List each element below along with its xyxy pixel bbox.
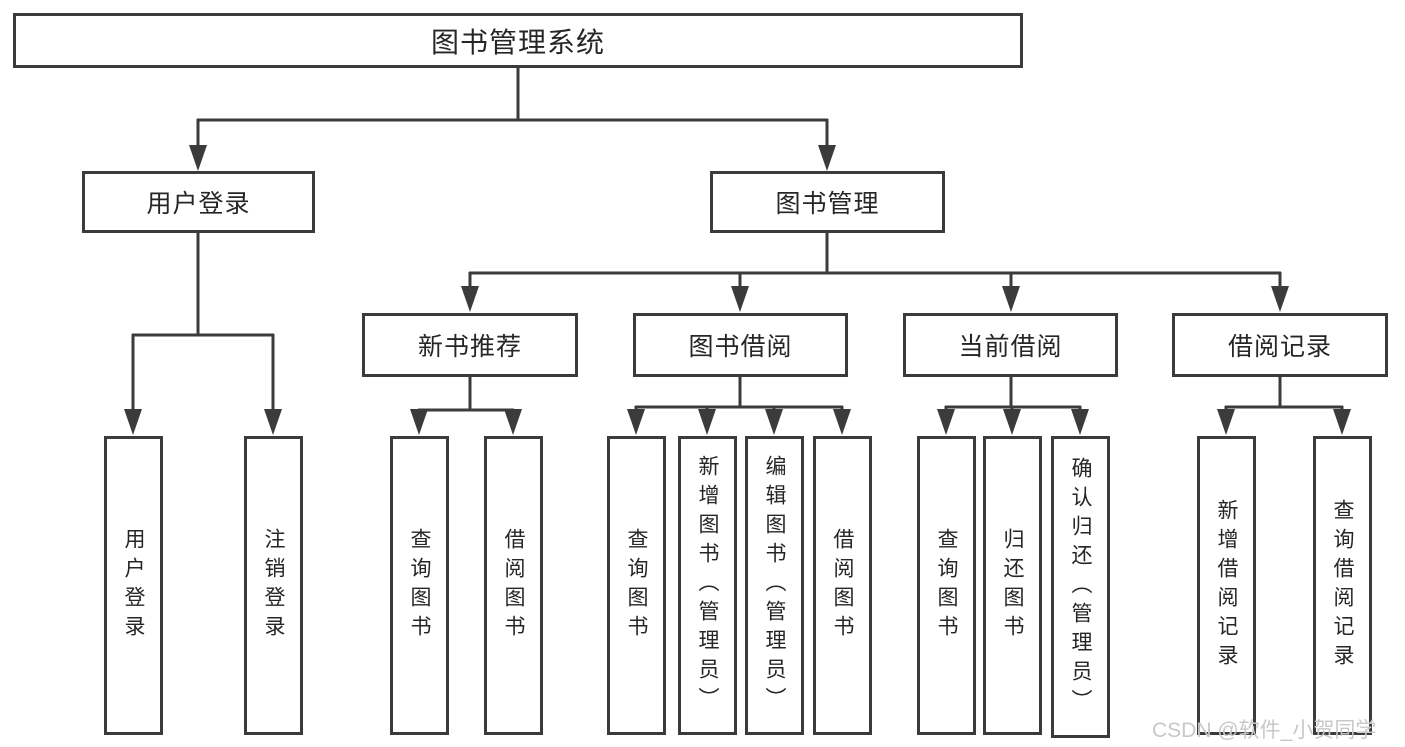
csdn-watermark: CSDN @软件_小贺同学 [1152, 719, 1377, 742]
arrowheads [124, 145, 1351, 435]
leaf-borrowing-edit-book-admin: 编辑图书（管理员） [745, 436, 804, 735]
node-current-borrow-label: 当前借阅 [958, 333, 1063, 361]
leaf-current-query-book: 查询图书 [917, 436, 976, 735]
node-user-login: 用户登录 [82, 171, 315, 233]
leaf-newbooks-query-book: 查询图书 [390, 436, 449, 735]
node-borrow-records: 借阅记录 [1172, 313, 1388, 377]
leaf-current-return-book: 归还图书 [983, 436, 1042, 735]
node-user-login-label: 用户登录 [146, 190, 251, 218]
node-borrow-records-label: 借阅记录 [1227, 333, 1332, 361]
node-book-borrowing-label: 图书借阅 [688, 333, 793, 361]
node-book-management: 图书管理 [710, 171, 945, 233]
leaf-newbooks-borrow-book: 借阅图书 [484, 436, 543, 735]
node-book-management-label: 图书管理 [775, 190, 880, 218]
node-new-book-recommend-label: 新书推荐 [417, 333, 522, 361]
node-system-root: 图书管理系统 [13, 13, 1023, 68]
leaf-borrowing-borrow-book: 借阅图书 [813, 436, 872, 735]
leaf-borrowing-add-book-admin: 新增图书（管理员） [678, 436, 737, 735]
node-current-borrow: 当前借阅 [903, 313, 1118, 377]
leaf-user-login: 用户登录 [104, 436, 163, 735]
leaf-borrowing-query-book: 查询图书 [607, 436, 666, 735]
node-new-book-recommend: 新书推荐 [362, 313, 578, 377]
leaf-logout: 注销登录 [244, 436, 303, 735]
leaf-records-add-record: 新增借阅记录 [1197, 436, 1256, 735]
leaf-current-confirm-return-admin: 确认归还（管理员） [1051, 436, 1110, 738]
node-book-borrowing: 图书借阅 [633, 313, 848, 377]
node-system-root-label: 图书管理系统 [430, 26, 605, 58]
leaf-records-query-record: 查询借阅记录 [1313, 436, 1372, 735]
